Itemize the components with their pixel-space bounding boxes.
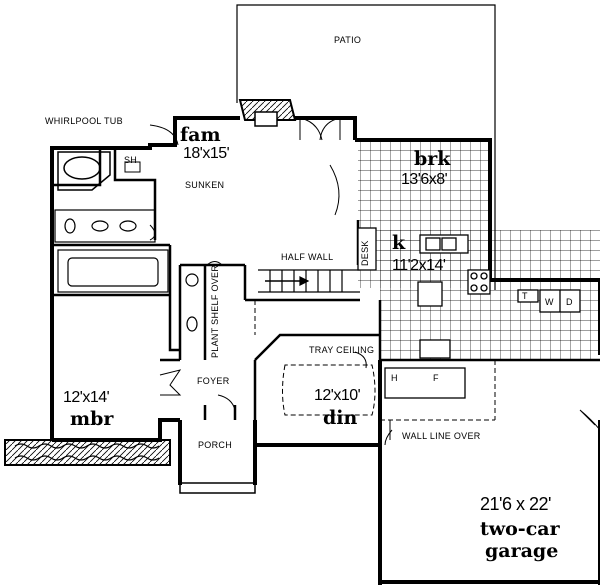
foyer-label: FOYER: [197, 376, 230, 386]
leader-arrows: [149, 124, 393, 446]
half-wall-note: HALF WALL: [281, 252, 334, 262]
bath-fixtures: [54, 209, 199, 332]
garage-line1: two-car: [480, 518, 560, 540]
porch-step: [179, 482, 256, 494]
patio-area: [236, 4, 496, 290]
dashed-lines: [254, 300, 496, 421]
shower-label: SH: [124, 155, 138, 165]
door-swings: [124, 117, 600, 440]
exterior-walls: [50, 116, 600, 585]
washer-label: W: [545, 297, 554, 307]
fridge-label: F: [433, 373, 439, 383]
family-room-name: fam: [180, 124, 221, 146]
desk: [357, 227, 377, 271]
wall-line-over-note: WALL LINE OVER: [402, 431, 481, 441]
kitchen-name: k: [392, 232, 406, 254]
kitchen-fixtures: [384, 234, 581, 399]
fireplace: [238, 99, 297, 127]
garage-size: 21'6 x 22': [480, 494, 551, 514]
garage-line2: garage: [485, 540, 559, 562]
family-room-note: SUNKEN: [185, 180, 225, 190]
master-bed-size: 12'x14': [63, 389, 110, 406]
tray-ceiling-note: TRAY CEILING: [309, 345, 375, 355]
tub-t-label: T: [522, 291, 528, 301]
breakfast-name: brk: [414, 148, 451, 170]
staircase: [258, 269, 360, 293]
whirlpool-tub: [57, 151, 111, 191]
desk-label: DESK: [360, 240, 370, 266]
dishwasher-label: H: [391, 373, 398, 383]
plant-shelf-note: PLANT SHELF OVER: [210, 264, 220, 358]
planter: [4, 439, 171, 466]
dining-name: din: [323, 407, 358, 429]
family-room-size: 18'x15': [183, 145, 230, 162]
breakfast-size: 13'6x8': [401, 171, 448, 188]
dryer-label: D: [566, 297, 573, 307]
whirlpool-tub-note: WHIRLPOOL TUB: [45, 116, 123, 126]
dining-size: 12'x10': [314, 387, 361, 404]
patio-label: PATIO: [334, 35, 362, 45]
porch-label: PORCH: [198, 440, 233, 450]
interior-walls: [52, 148, 600, 420]
master-bed-name: mbr: [70, 408, 114, 430]
kitchen-size: 11'2x14': [392, 257, 446, 274]
